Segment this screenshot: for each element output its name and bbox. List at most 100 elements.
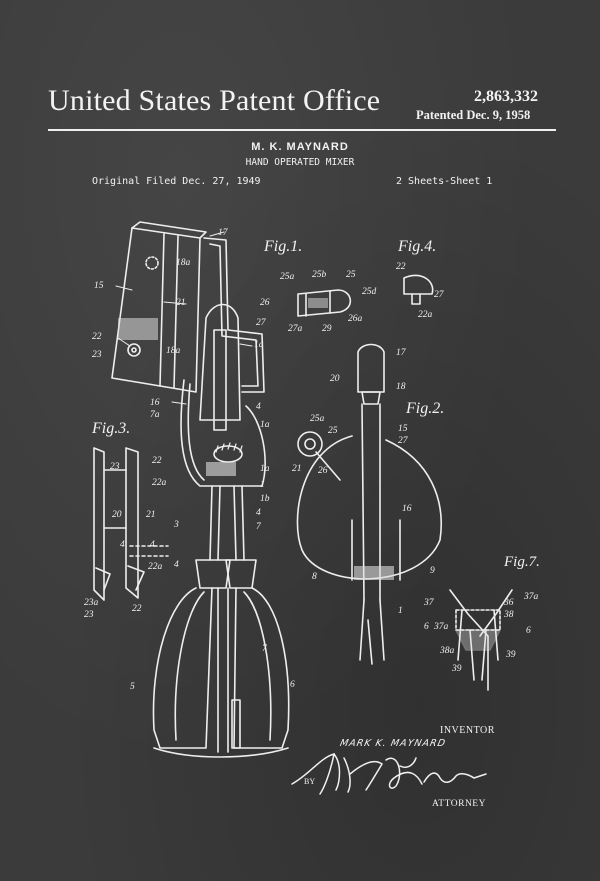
- ref-22-fig3: 22: [152, 456, 162, 466]
- inventor-label: INVENTOR: [440, 725, 495, 736]
- ref-27-fig2: 27: [398, 436, 408, 446]
- figure-7-cross-section: [449, 589, 513, 691]
- ref-9: 9: [430, 566, 435, 576]
- ref-23: 23: [92, 350, 102, 360]
- ref-22a-fig3: 22a: [152, 478, 167, 488]
- ref-17: 17: [218, 228, 228, 238]
- knob-top: [357, 343, 385, 393]
- drive-gear-teeth: [215, 442, 243, 453]
- gear-housing: [111, 227, 201, 393]
- ref-5: 5: [130, 682, 135, 692]
- ref-1a: 1a: [254, 340, 264, 350]
- ref-4c: 4: [174, 560, 179, 570]
- crank-arm: [203, 237, 265, 393]
- ref-21-fig2: 21: [292, 464, 302, 474]
- ref-16-fig2: 16: [402, 504, 412, 514]
- beater-left-blade: [174, 591, 205, 741]
- ref-18a-2: 18a: [166, 346, 181, 356]
- ref-37a-b: 37a: [434, 622, 449, 632]
- ref-1-fig2: 1: [398, 606, 403, 616]
- ref-15: 15: [94, 281, 104, 291]
- side-crank-hub: [297, 431, 323, 457]
- by-label: BY: [304, 777, 316, 786]
- ref-18: 18: [396, 382, 406, 392]
- shaft-collar-right: [225, 559, 257, 589]
- ref-22-fig3-b: 22: [132, 604, 142, 614]
- leader-lines: [115, 231, 253, 405]
- ref-23a: 23a: [84, 598, 99, 608]
- patent-number: 2,863,332: [474, 88, 538, 105]
- figure-1-mixer: [111, 221, 290, 758]
- ref-25a: 25a: [280, 272, 295, 282]
- ref-3: 3: [174, 520, 179, 530]
- beater-shaft-left: [209, 485, 221, 561]
- figure-4-cap: [403, 274, 434, 305]
- ref-1: 1: [260, 480, 265, 490]
- ref-6-fig7: 6: [424, 622, 429, 632]
- handle-grip: [199, 303, 241, 421]
- side-crank-arm: [315, 451, 341, 481]
- ref-7: 7: [256, 522, 261, 532]
- ref-18a: 18a: [176, 258, 191, 268]
- patent-office-title: United States Patent Office: [48, 84, 381, 117]
- beater-left: [152, 587, 213, 749]
- ref-23-fig3-b: 23: [84, 610, 94, 620]
- ref-6: 6: [290, 680, 295, 690]
- side-tip: [359, 599, 385, 665]
- gear-shade: [206, 462, 236, 476]
- ref-22a-fig3-b: 22a: [148, 562, 163, 572]
- ref-1a-3: 1a: [260, 464, 270, 474]
- housing-screw-center: [131, 347, 137, 353]
- ref-36: 36: [504, 598, 514, 608]
- ref-26a: 26a: [348, 314, 363, 324]
- cap-stem: [411, 293, 421, 305]
- fig4-label: Fig.4.: [398, 238, 437, 255]
- beater-shaft-right: [233, 485, 245, 561]
- ref-25a-fig2: 25a: [310, 414, 325, 424]
- attorney-label: ATTORNEY: [432, 799, 486, 809]
- beater-right-blade: [243, 591, 272, 741]
- fig3-label: Fig.3.: [92, 420, 131, 437]
- ref-26: 26: [260, 298, 270, 308]
- crank-knob-detail: [297, 289, 352, 317]
- ref-27: 27: [256, 318, 266, 328]
- side-crank-hub-center: [304, 438, 316, 450]
- ref-22: 22: [92, 332, 102, 342]
- ref-37a: 37a: [524, 592, 539, 602]
- invention-title: HAND OPERATED MIXER: [245, 157, 355, 168]
- mixer-body: [180, 379, 266, 487]
- ref-6-fig7-b: 6: [526, 626, 531, 636]
- ref-1a-2: 1a: [260, 420, 270, 430]
- ref-38: 38: [504, 610, 514, 620]
- ref-4-fig3-a: 4: [120, 540, 125, 550]
- figure-2-side-view: [296, 343, 442, 665]
- ref-25d: 25d: [362, 287, 377, 297]
- ref-20: 20: [330, 374, 340, 384]
- beater-base: [153, 747, 289, 758]
- beater-center-bar: [231, 699, 241, 749]
- housing-dot-top: [145, 256, 159, 270]
- ref-16: 16: [150, 398, 160, 408]
- ref-22-fig4: 22: [396, 262, 406, 272]
- ref-4b: 4: [256, 508, 261, 518]
- side-bowl-inner: [351, 519, 401, 581]
- sheet-count: 2 Sheets-Sheet 1: [396, 176, 493, 187]
- ref-39-b: 39: [452, 664, 462, 674]
- gear-housing-inner: [159, 233, 165, 387]
- ref-7a: 7a: [150, 410, 160, 420]
- ref-37: 37: [424, 598, 434, 608]
- knob-neck: [361, 391, 381, 405]
- ref-25: 25: [346, 270, 356, 280]
- gear-housing-side: [173, 235, 179, 389]
- ref-21: 21: [176, 298, 186, 308]
- cap-body: [403, 274, 434, 295]
- housing-screw: [127, 343, 141, 357]
- ref-25b: 25b: [312, 270, 327, 280]
- ref-1b: 1b: [260, 494, 270, 504]
- fig1-label: Fig.1.: [264, 238, 303, 255]
- gear-housing-top: [131, 221, 207, 239]
- shaft-collar-left: [195, 559, 231, 589]
- ref-20-fig3: 20: [112, 510, 122, 520]
- ref-7b: 7: [262, 644, 267, 654]
